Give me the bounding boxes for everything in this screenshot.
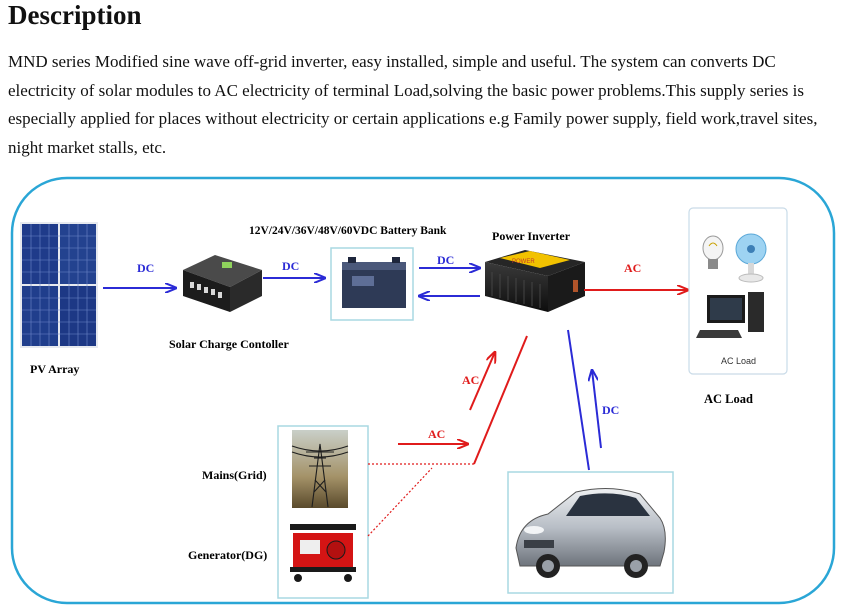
svg-text:POWER: POWER bbox=[512, 259, 535, 265]
ac-arrow-to-inverter bbox=[469, 352, 495, 411]
generator-image bbox=[286, 520, 360, 582]
ac-load-panel bbox=[688, 207, 788, 375]
ac-load-label: AC Load bbox=[704, 392, 753, 406]
dc-label-4: DC bbox=[602, 403, 619, 417]
diagram-frame bbox=[10, 176, 836, 605]
computer-icon bbox=[696, 292, 764, 338]
charge-controller-image bbox=[183, 255, 262, 312]
generator-dotted-line bbox=[367, 467, 433, 537]
ac-load-panel-text: AC Load bbox=[721, 356, 756, 366]
page-title: Description bbox=[8, 0, 142, 30]
generator-label: Generator(DG) bbox=[188, 548, 267, 562]
pv-array-label: PV Array bbox=[30, 362, 79, 376]
dc-line-car-to-inverter bbox=[567, 329, 590, 471]
ac-line-to-inverter bbox=[473, 335, 528, 465]
dc-label-2: DC bbox=[282, 259, 299, 273]
dc-arrow-car-to-inverter bbox=[592, 370, 602, 449]
battery-bank-label: 12V/24V/36V/48V/60VDC Battery Bank bbox=[249, 225, 447, 237]
light-bulb-icon bbox=[702, 235, 724, 269]
power-pylon-image bbox=[291, 430, 349, 508]
mains-grid-label: Mains(Grid) bbox=[202, 468, 267, 482]
fan-icon bbox=[735, 233, 767, 283]
ac-label-2: AC bbox=[428, 427, 445, 441]
power-inverter-image: POWER bbox=[485, 250, 585, 312]
dc-label-3: DC bbox=[437, 253, 454, 267]
battery-image bbox=[342, 257, 406, 308]
ac-label-3: AC bbox=[462, 373, 479, 387]
charge-controller-label: Solar Charge Contoller bbox=[169, 337, 289, 351]
car-image bbox=[515, 487, 666, 578]
description-paragraph: MND series Modified sine wave off-grid i… bbox=[8, 52, 818, 157]
power-inverter-label: Power Inverter bbox=[492, 229, 571, 243]
pv-array-image bbox=[20, 222, 98, 348]
ac-label-1: AC bbox=[624, 261, 641, 275]
dc-label-1: DC bbox=[137, 261, 154, 275]
